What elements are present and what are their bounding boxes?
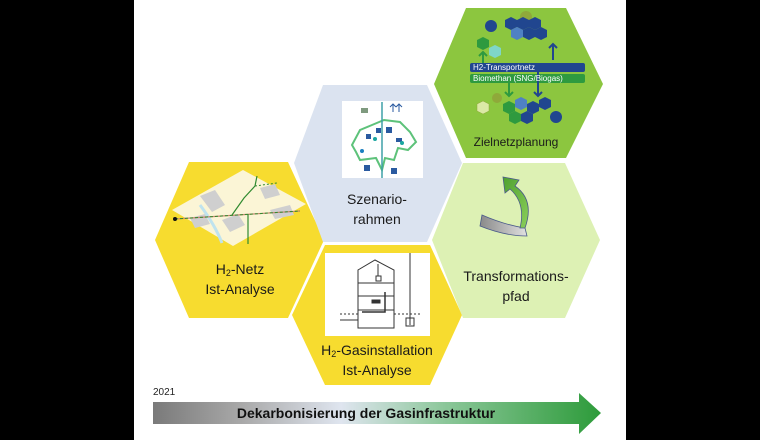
hex-zielnetzplanung-label: Zielnetzplanung [473,135,559,149]
hex-h2-netz-line2: Ist-Analyse [205,281,275,297]
hex-h2-netz [155,162,324,318]
hex-gasinstallation-label: H2-Gasinstallation Ist-Analyse [307,340,447,380]
hex-gasinstallation-line2: Ist-Analyse [342,362,412,378]
pipe-label-biomethan: Biomethan (SNG/Biogas) [473,74,563,83]
network-map-icon [172,170,306,246]
hex-transformationspfad-line2: pfad [502,288,530,304]
hex-zielnetzplanung [434,8,603,158]
hex-transformationspfad-line1: Transformations- [463,268,569,284]
hex-transformationspfad [432,163,600,318]
hex-h2-netz-label: H2-Netz Ist-Analyse [190,259,290,299]
hex-szenariorahmen-line1: Szenario- [347,191,407,207]
timeline-year: 2021 [153,387,176,398]
curved-arrow-icon [479,176,529,237]
hex-h2-netz-line1: H2-Netz [215,261,265,278]
hex-transformationspfad-label: Transformations- pfad [456,266,576,306]
house-installation-icon [340,253,420,329]
hex-gasinstallation [292,245,462,385]
hex-gasinstallation-line1: H2-Gasinstallation [321,342,433,359]
timeline-arrow [153,393,601,434]
pipe-label-h2-transportnetz: H2-Transportnetz [473,63,535,72]
hex-szenariorahmen-line2: rahmen [353,211,401,227]
scenario-map-icon [350,102,418,178]
hex-szenariorahmen [294,85,462,242]
hex-szenariorahmen-label: Szenario- rahmen [327,189,427,229]
timeline-label: Dekarbonisierung der Gasinfrastruktur [236,405,496,421]
target-network-icon [470,11,585,124]
